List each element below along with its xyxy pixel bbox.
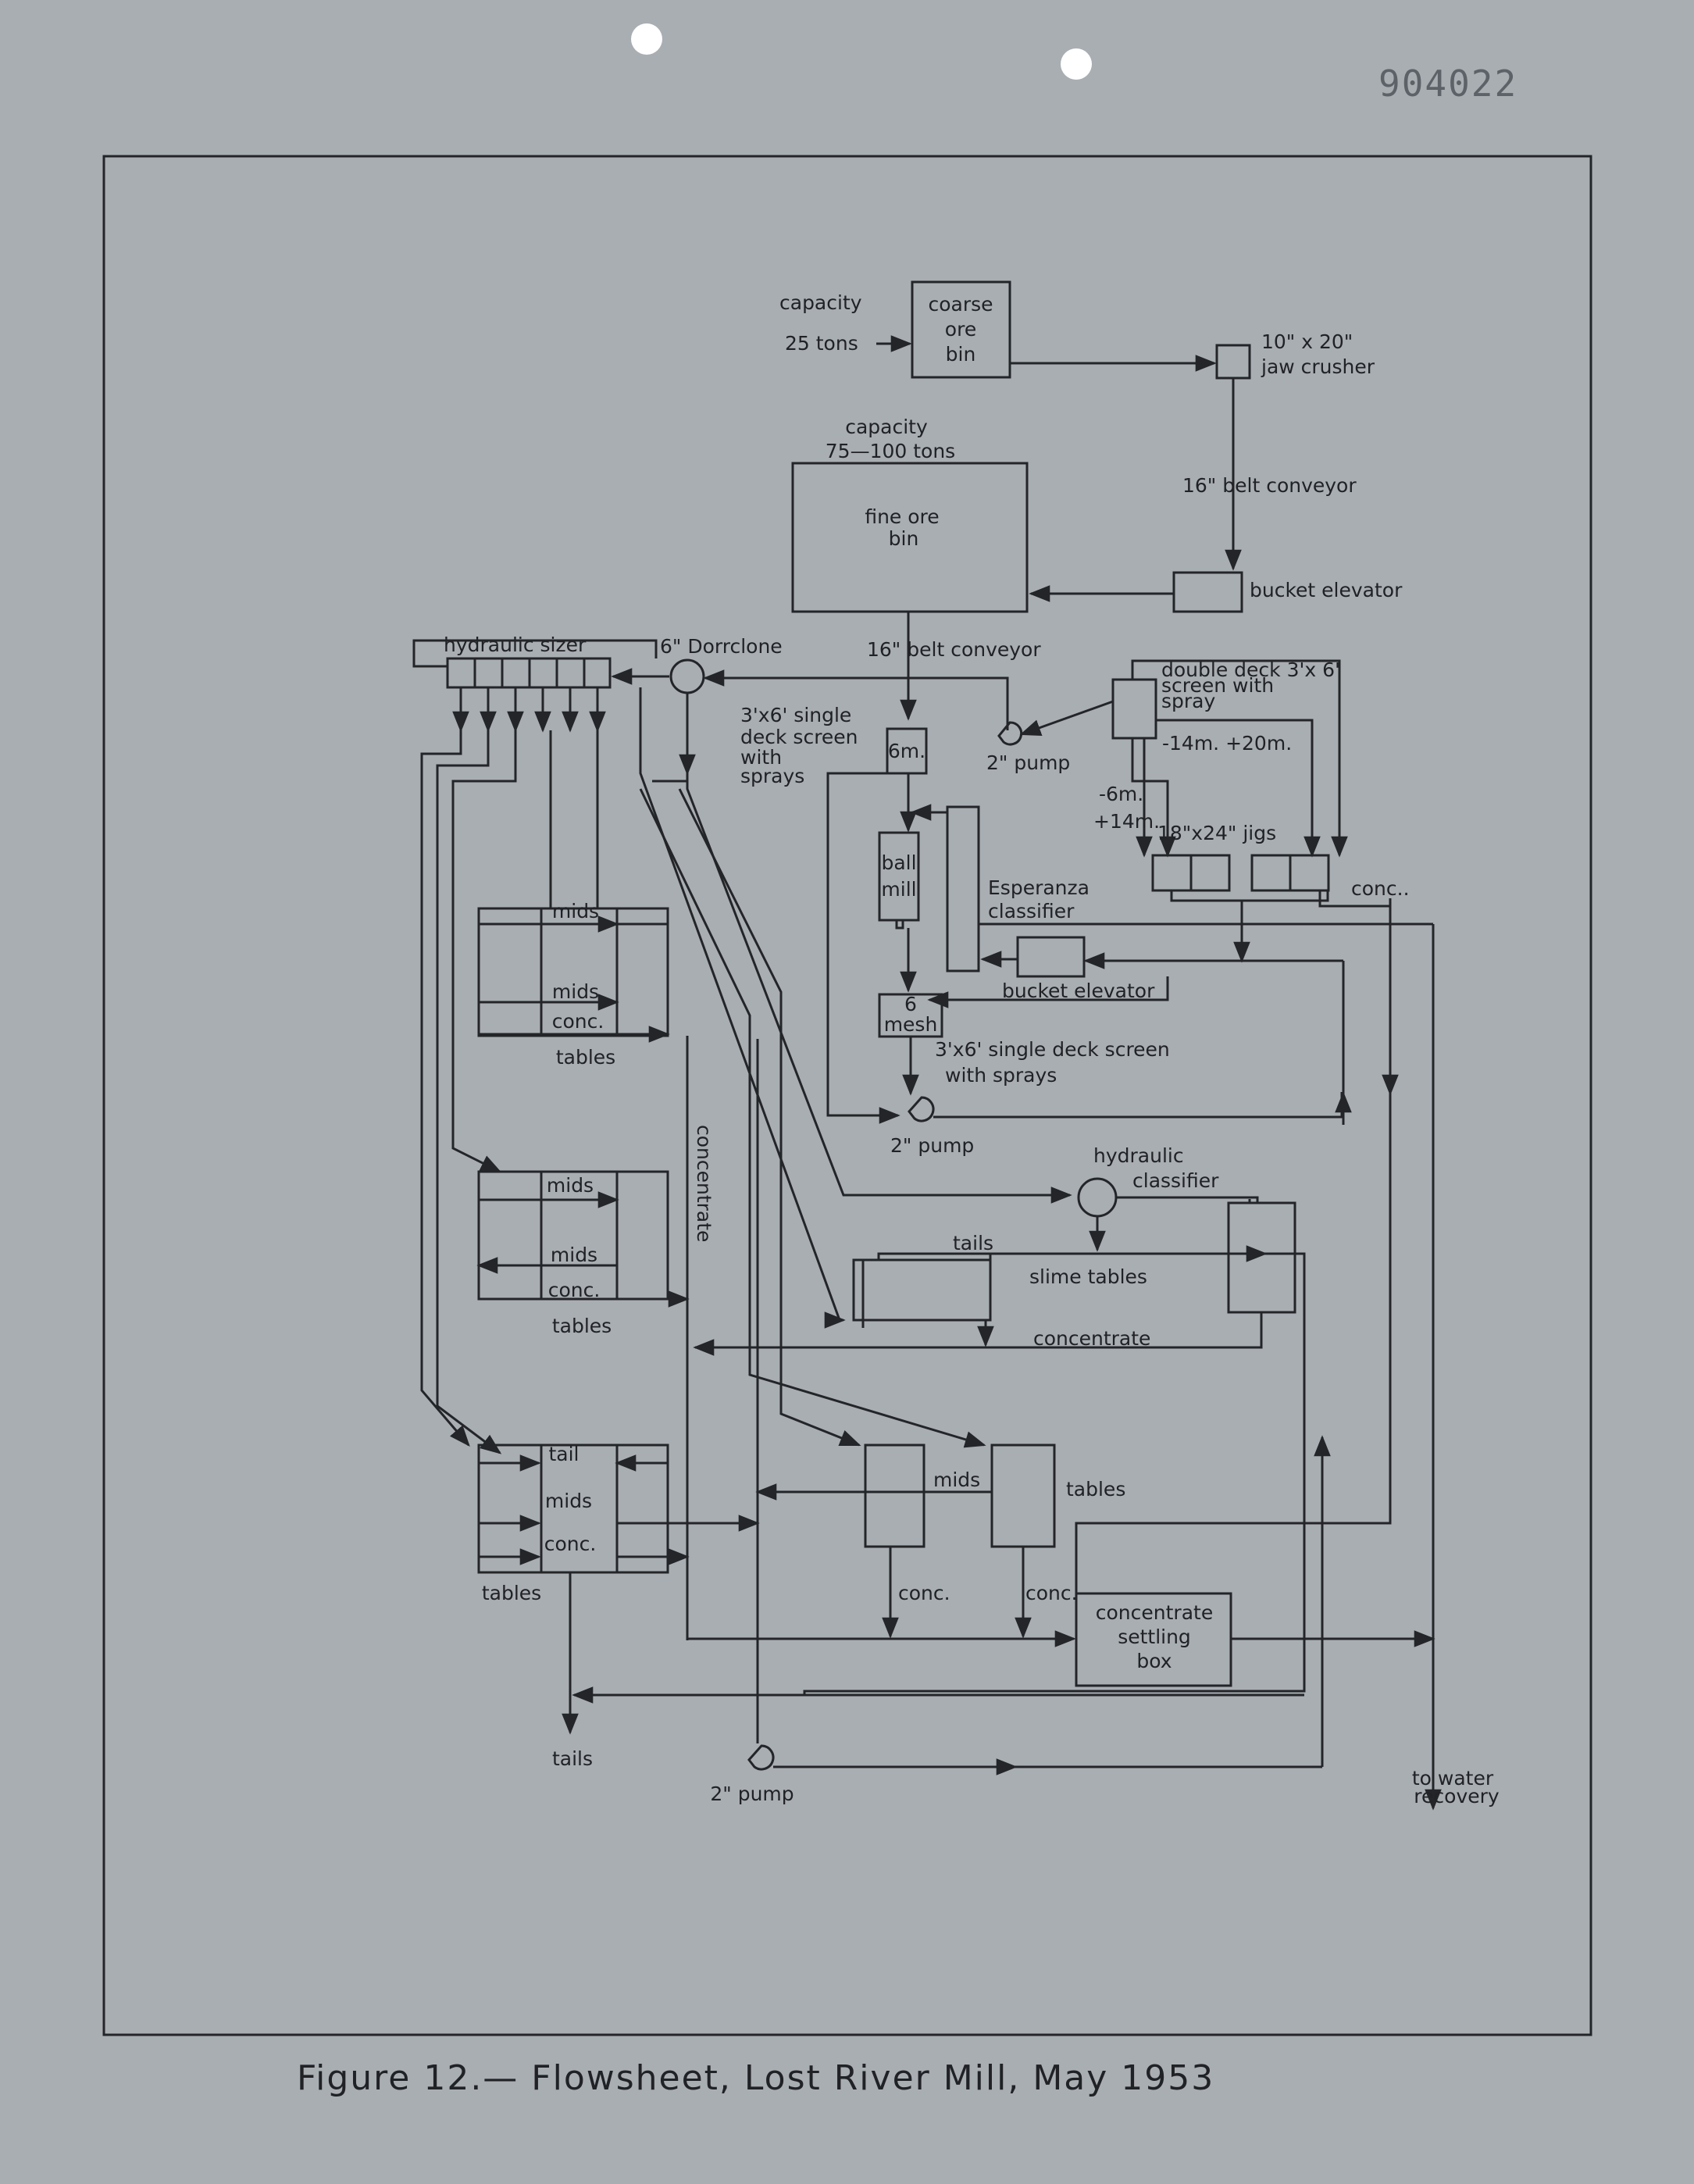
fine-bin-line2: bin [889, 527, 919, 550]
fine-bin-capacity-value: 75—100 tons [826, 440, 955, 462]
jaw-crusher-line2: jaw crusher [1261, 355, 1375, 378]
hydraulic-classifier-line2: classifier [1132, 1169, 1219, 1192]
fraction-14-20: -14m. +20m. [1162, 732, 1292, 755]
tables-middle-mids2: mids [551, 1244, 597, 1266]
double-deck-line2: screen with [1161, 674, 1274, 697]
right-tables-conc2: conc. [1025, 1582, 1078, 1604]
dorrclone-circle [669, 658, 705, 694]
belt-conveyor-upper: 16" belt conveyor [1182, 474, 1357, 497]
esperanza-line1: Esperanza [988, 876, 1090, 899]
jig-conc-label: conc.. [1351, 877, 1410, 900]
tables-top [477, 907, 669, 1037]
hydraulic-classifier-tank [1227, 1201, 1296, 1314]
right-tables-label: tables [1066, 1478, 1125, 1501]
pump-bottom [747, 1744, 775, 1771]
dorrclone-label: 6" Dorrclone [660, 635, 783, 658]
bucket-elevator-upper-box [1172, 571, 1243, 613]
right-tables-conc1: conc. [898, 1582, 950, 1604]
figure-frame [102, 155, 1592, 2036]
slime-tables-label: slime tables [1029, 1265, 1147, 1288]
tables-top-mids2: mids [552, 980, 599, 1003]
bucket-elevator-lower-box [1016, 936, 1086, 978]
water-recovery-line1: to water [1412, 1767, 1494, 1790]
fraction-6: -6m. [1099, 783, 1143, 805]
concentrate-vertical: concentrate [693, 1125, 715, 1242]
screen-lower-line2: with sprays [945, 1064, 1057, 1087]
ball-mill-line1: ball [881, 851, 916, 874]
bucket-elevator-upper: bucket elevator [1250, 579, 1403, 601]
tables-bottom-tail: tail [548, 1443, 579, 1465]
tables-top-conc: conc. [552, 1010, 604, 1033]
settling-box-line3: box [1136, 1650, 1172, 1672]
screen-6m-box [886, 727, 928, 775]
esperanza-classifier [946, 805, 980, 972]
right-table-a [864, 1444, 925, 1548]
screen-6mesh-line1: 6 [904, 993, 917, 1015]
screen-6m-label: 6m. [888, 740, 925, 762]
tables-middle-label: tables [552, 1315, 612, 1337]
pump-middle [908, 1096, 935, 1122]
belt-conveyor-lower: 16" belt conveyor [867, 638, 1041, 661]
pump-middle-label: 2" pump [890, 1134, 974, 1157]
slime-tables [852, 1258, 992, 1322]
screen-6mesh-line2: mesh [884, 1013, 938, 1036]
screen-upper-line2: deck screen [740, 726, 858, 748]
bucket-elevator-lower: bucket elevator [1002, 980, 1155, 1002]
coarse-bin-line1: coarse [928, 293, 993, 316]
tables-middle-conc: conc. [548, 1279, 601, 1301]
right-tables-mids: mids [933, 1468, 980, 1491]
water-recovery-line2: recovery [1414, 1785, 1500, 1808]
tables-bottom-mids: mids [545, 1490, 592, 1512]
screen-upper-line4: sprays [740, 765, 804, 787]
page-number: 904022 [1378, 62, 1518, 105]
screen-upper-line3: with [740, 746, 782, 769]
coarse-bin-capacity-value: 25 tons [785, 332, 858, 355]
pump-upper [997, 721, 1023, 746]
ball-mill-line2: mill [881, 878, 916, 901]
fine-ore-bin [791, 462, 1029, 613]
hydraulic-sizer-label: hydraulic sizer [444, 633, 587, 656]
tails-out-label: tails [552, 1747, 593, 1770]
punch-hole-right [1061, 48, 1092, 80]
ball-mill [878, 831, 920, 922]
coarse-bin-capacity-label: capacity [779, 291, 862, 314]
fraction-14: +14m. [1093, 810, 1160, 833]
coarse-bin-line3: bin [946, 343, 976, 366]
figure-caption: Figure 12.— Flowsheet, Lost River Mill, … [297, 2058, 1214, 2098]
pump-bottom-label: 2" pump [710, 1783, 794, 1805]
fine-bin-line1: fine ore [865, 505, 939, 528]
punch-hole-left [631, 23, 662, 55]
hydraulic-classifier-line1: hydraulic [1093, 1144, 1184, 1167]
fine-bin-capacity-label: capacity [845, 416, 928, 438]
jigs-label: 18"x24" jigs [1157, 822, 1276, 844]
jaw-crusher-box [1215, 344, 1251, 380]
tables-bottom [477, 1444, 669, 1574]
settling-box-line2: settling [1118, 1626, 1191, 1648]
tables-bottom-label: tables [482, 1582, 541, 1604]
screen-upper-line1: 3'x6' single [740, 704, 851, 726]
coarse-ore-bin [911, 280, 1011, 379]
double-deck-screen [1111, 678, 1157, 740]
pump-upper-label: 2" pump [986, 751, 1070, 774]
jaw-crusher-line1: 10" x 20" [1261, 330, 1353, 353]
slime-tails-label: tails [953, 1232, 993, 1254]
settling-box-line1: concentrate [1096, 1601, 1213, 1624]
coarse-bin-line2: ore [945, 318, 976, 341]
screen-lower-line1: 3'x6' single deck screen [935, 1038, 1170, 1061]
slime-concentrate-label: concentrate [1033, 1327, 1150, 1350]
tables-top-label: tables [556, 1046, 615, 1069]
tables-bottom-conc: conc. [544, 1533, 597, 1555]
esperanza-line2: classifier [988, 900, 1075, 922]
tables-top-mids1: mids [552, 900, 599, 922]
right-table-b [990, 1444, 1056, 1548]
double-deck-line1: double deck 3'x 6' [1161, 658, 1340, 681]
tables-middle-mids1: mids [547, 1174, 594, 1197]
double-deck-line3: spray [1161, 690, 1215, 712]
hydraulic-classifier-circle [1077, 1177, 1118, 1218]
